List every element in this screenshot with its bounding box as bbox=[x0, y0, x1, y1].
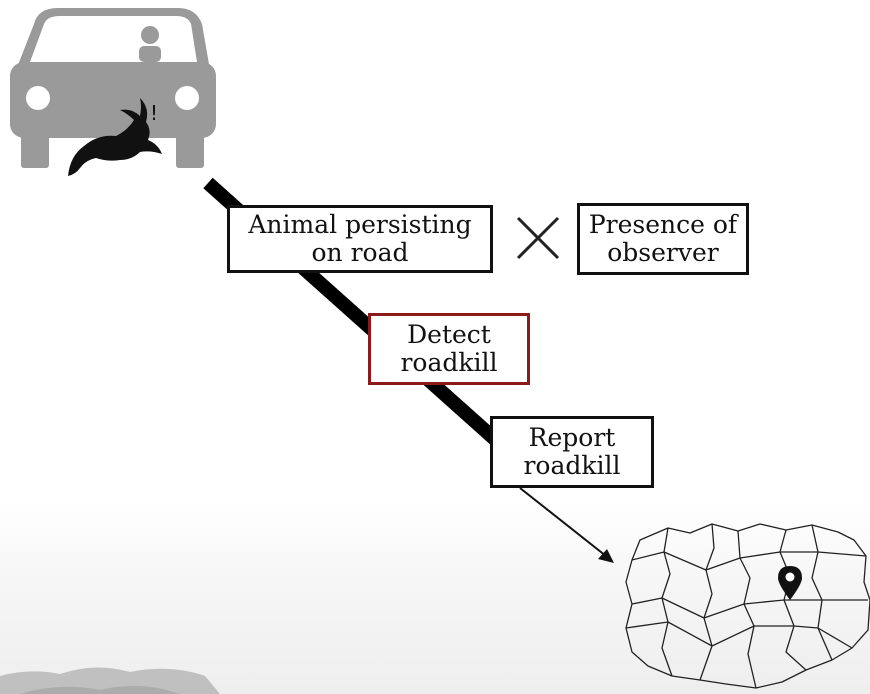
report-roadkill-line2: roadkill bbox=[523, 451, 621, 480]
detect-roadkill-box: Detect roadkill bbox=[368, 313, 530, 385]
presence-of-observer-line2: observer bbox=[607, 238, 719, 267]
report-arrow bbox=[519, 487, 614, 563]
rabbit-icon: ! bbox=[68, 98, 162, 176]
detect-roadkill-line2: roadkill bbox=[400, 348, 498, 377]
detect-roadkill-line1: Detect bbox=[407, 320, 491, 349]
svg-text:!: ! bbox=[150, 101, 158, 125]
presence-of-observer-line1: Presence of bbox=[588, 210, 738, 239]
report-roadkill-line1: Report bbox=[528, 423, 616, 452]
presence-of-observer-box: Presence of observer bbox=[577, 203, 749, 275]
animal-persisting-line2: on road bbox=[311, 238, 409, 267]
animal-persisting-box: Animal persisting on road bbox=[227, 205, 493, 273]
map-icon bbox=[625, 523, 870, 689]
report-roadkill-box: Report roadkill bbox=[490, 416, 654, 488]
multiply-cross-icon bbox=[516, 216, 560, 260]
animal-persisting-line1: Animal persisting bbox=[248, 210, 472, 239]
car-icon bbox=[10, 8, 216, 168]
ground-texture bbox=[0, 667, 220, 694]
location-pin-icon bbox=[778, 566, 802, 600]
